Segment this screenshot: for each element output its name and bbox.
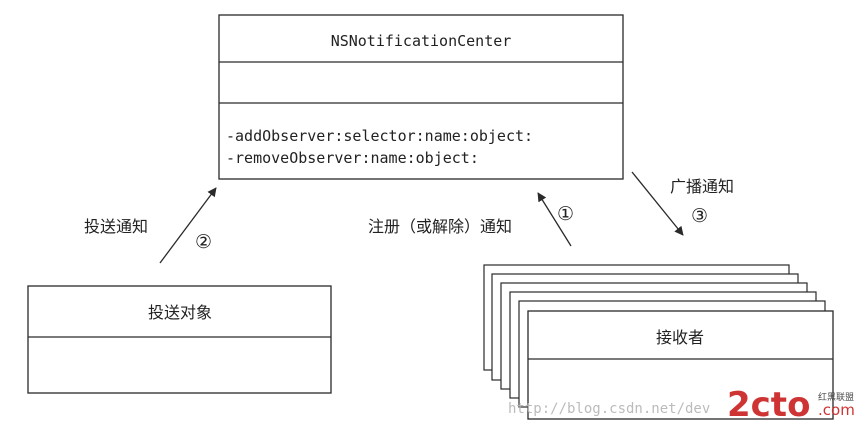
broadcast-notification-arrow: 广播通知 ③: [631, 171, 734, 236]
receiver-label: 接收者: [656, 328, 704, 347]
broadcast-notification-label: 广播通知: [670, 177, 734, 196]
watermark: http://blog.csdn.net/dev 2cto .com 红黑联盟: [508, 385, 855, 425]
poster-label: 投送对象: [148, 303, 212, 322]
post-step-number: ②: [195, 231, 212, 253]
register-step-number: ①: [557, 203, 574, 225]
watermark-url: http://blog.csdn.net/dev: [508, 401, 710, 417]
class-name: NSNotificationCenter: [331, 32, 512, 50]
poster-box: 投送对象: [27, 285, 332, 394]
receiver-stack: 接收者: [483, 264, 834, 420]
notification-center-box: NSNotificationCenter -addObserver:select…: [218, 14, 624, 180]
post-notification-arrow: 投送通知 ②: [84, 187, 217, 264]
register-notification-arrow: 注册（或解除）通知 ①: [368, 192, 574, 247]
broadcast-step-number: ③: [691, 205, 708, 227]
post-notification-label: 投送通知: [84, 217, 148, 236]
method-add-observer: -addObserver:selector:name:object:: [226, 127, 533, 145]
register-notification-label: 注册（或解除）通知: [368, 217, 512, 236]
method-remove-observer: -removeObserver:name:object:: [226, 149, 479, 167]
watermark-brand-cn: 红黑联盟: [818, 391, 854, 403]
watermark-brand: 2cto: [727, 385, 810, 425]
watermark-brand-suffix: .com: [818, 401, 855, 419]
receiver-box: 接收者: [527, 310, 834, 420]
